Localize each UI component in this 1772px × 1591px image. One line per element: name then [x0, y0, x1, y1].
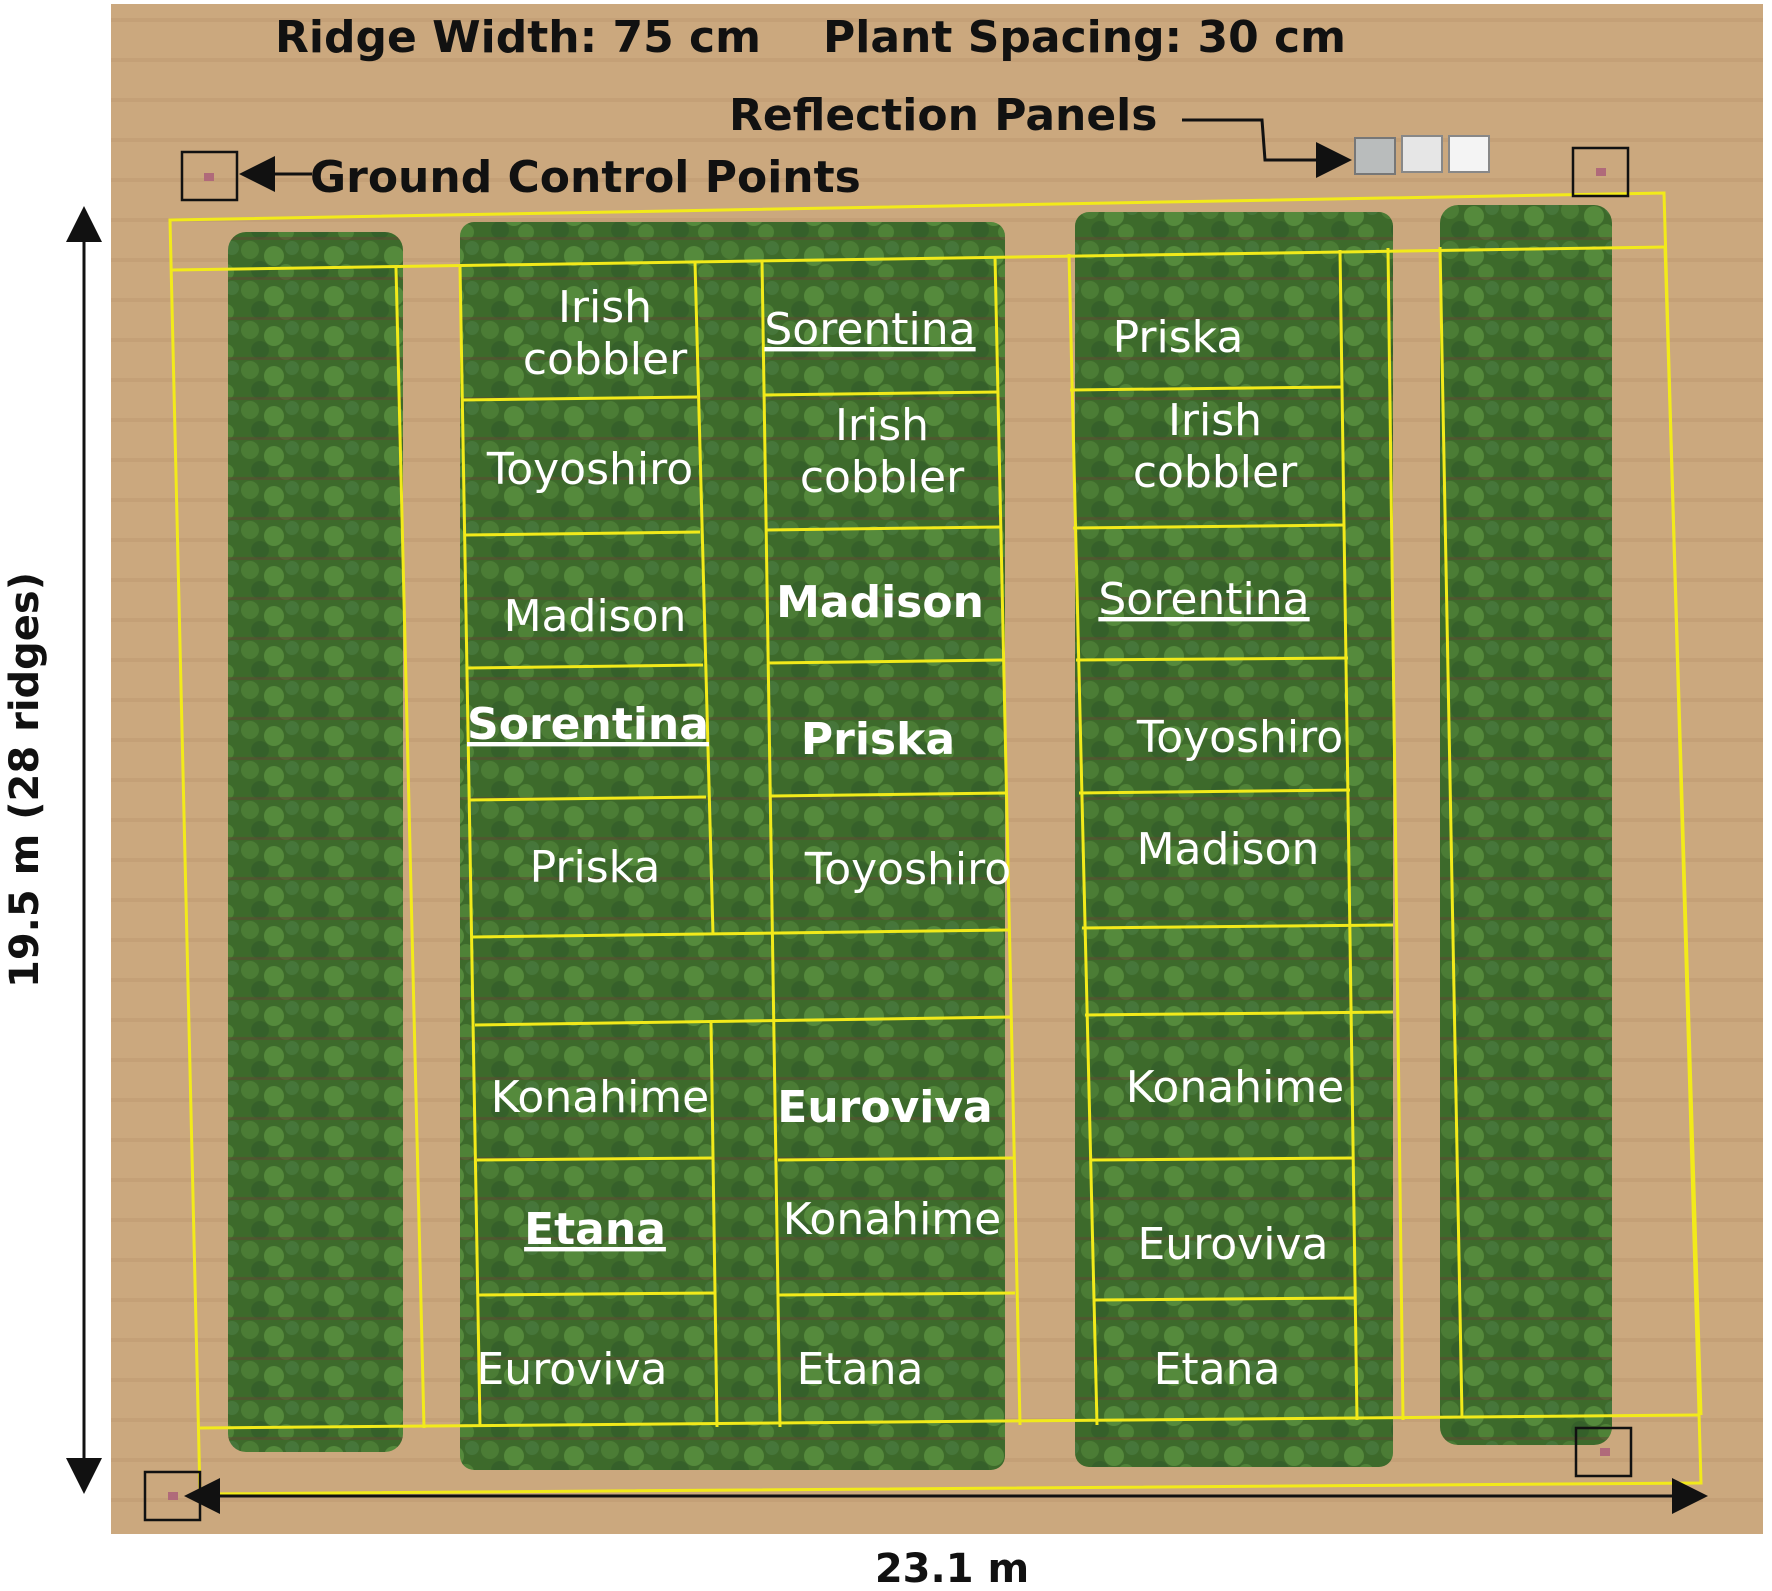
plot-label: Euroviva [477, 1344, 668, 1395]
plot-label: Toyoshiro [486, 444, 693, 495]
plot-label-line: Euroviva [1138, 1219, 1329, 1270]
plot-label-line: Toyoshiro [804, 844, 1011, 895]
plot-label: Madison [776, 577, 984, 628]
plot-label: Konahime [491, 1072, 709, 1123]
plot-label: Etana [524, 1204, 666, 1255]
plot-label: Konahime [783, 1194, 1001, 1245]
plot-label: Etana [797, 1344, 924, 1395]
reflection-panels-arrow [1182, 118, 1352, 178]
plot-label: Konahime [1126, 1062, 1344, 1113]
gcp-marker-top-left [180, 150, 239, 202]
vegetation [228, 205, 1612, 1472]
plot-label-line: Madison [504, 591, 687, 642]
plot-label-line: Etana [524, 1204, 666, 1255]
plot-label-line: Etana [1154, 1344, 1281, 1395]
plot-label: Priska [530, 842, 661, 893]
plot-label-line: Sorentina [1098, 574, 1309, 625]
plant-spacing-label: Plant Spacing: 30 cm [823, 12, 1346, 63]
reflection-panel [1401, 135, 1443, 173]
ridge-width-label: Ridge Width: 75 cm [275, 12, 761, 63]
plot-label: Sorentina [1098, 574, 1309, 625]
gcp-marker-bottom-right [1574, 1426, 1633, 1478]
plot-label-line: Konahime [1126, 1062, 1344, 1113]
plot-label: Priska [801, 714, 955, 765]
plot-label-line: Konahime [783, 1194, 1001, 1245]
plot-label-line: Sorentina [467, 699, 709, 750]
plot-label-line: Irish [1168, 395, 1262, 446]
plot-label-line: Toyoshiro [486, 444, 693, 495]
plot-label-line: Euroviva [777, 1082, 992, 1133]
plot-label: Sorentina [764, 304, 975, 355]
plot-label: Madison [1137, 824, 1320, 875]
plot-label-line: Irish [835, 400, 929, 451]
width-dimension-label: 23.1 m [875, 1546, 1029, 1591]
plot-label-line: Madison [1137, 824, 1320, 875]
plot-label-line: Madison [776, 577, 984, 628]
ground-control-points-label: Ground Control Points [310, 152, 861, 203]
plot-label: Toyoshiro [804, 844, 1011, 895]
plot-label-line: Priska [801, 714, 955, 765]
plot-label-line: Euroviva [477, 1344, 668, 1395]
plot-label: Euroviva [1138, 1219, 1329, 1270]
plot-label: Priska [1113, 312, 1244, 363]
reflection-panel [1354, 137, 1396, 175]
annotation-arrows [66, 118, 1708, 1514]
plot-grid [168, 191, 1703, 1496]
gcp-marker-top-right [1571, 146, 1630, 198]
plot-label-line: Konahime [491, 1072, 709, 1123]
plot-label-line: cobbler [523, 334, 688, 385]
plot-label-line: Toyoshiro [1136, 712, 1343, 763]
plot-label-line: Sorentina [764, 304, 975, 355]
plot-label-line: cobbler [1133, 447, 1298, 498]
plot-label-line: Irish [558, 282, 652, 333]
plot-label: Sorentina [467, 699, 709, 750]
plot-label: Toyoshiro [1136, 712, 1343, 763]
plot-label-line: cobbler [800, 452, 965, 503]
plot-label-line: Etana [797, 1344, 924, 1395]
plot-label: Euroviva [777, 1082, 992, 1133]
plot-label: Etana [1154, 1344, 1281, 1395]
height-dimension-label: 19.5 m (28 ridges) [2, 572, 48, 988]
reflection-panels-group [1354, 135, 1490, 175]
plot-label-line: Priska [1113, 312, 1244, 363]
plot-label-line: Priska [530, 842, 661, 893]
reflection-panels-label: Reflection Panels [729, 90, 1157, 141]
plot-label: Madison [504, 591, 687, 642]
reflection-panel [1448, 135, 1490, 173]
